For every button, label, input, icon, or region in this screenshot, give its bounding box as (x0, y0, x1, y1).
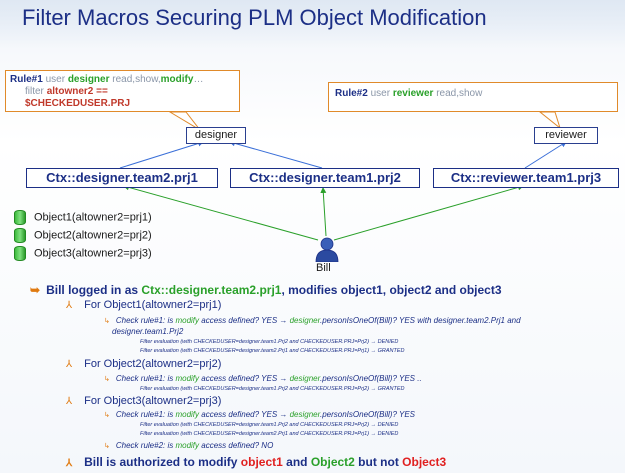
bill-to-ctx2-arrow (320, 187, 327, 237)
result-but: but not (354, 455, 403, 469)
object2-filter-1: Filter evaluation (with CHECKEDUSER=desi… (140, 386, 405, 392)
context-box-designer-team2-prj1: Ctx::designer.team2.prj1 (26, 168, 218, 188)
object-item-3: Object3(altowner2=prj3) (14, 246, 152, 261)
object3-check: ↳ Check rule#1: is modify access defined?… (104, 410, 415, 419)
o1-check-a: Check rule#1: is (115, 316, 176, 325)
rule2-callout: Rule#2 user reviewer read,show (328, 82, 618, 112)
database-icon (14, 210, 26, 225)
object2-heading-text: For Object2(altowner2=prj2) (84, 358, 222, 370)
object1-check: ↳ Check rule#1: is modify access defined?… (104, 316, 521, 325)
o2-check-des: designer (289, 374, 320, 383)
orange-arrow-bullet-icon: ➥ (30, 283, 41, 297)
result-object1: object1 (240, 455, 283, 469)
object-label: Object1(altowner2=prj1) (34, 211, 152, 224)
rule1-perms: read,show, (112, 74, 161, 85)
bill-label: Bill (316, 262, 331, 274)
sub-bullet-icon: ↳ (104, 376, 110, 383)
rule1-role: designer (67, 74, 110, 85)
o1-check-mod: modify (175, 316, 200, 325)
result-a: Bill is authorized to modify (84, 455, 241, 469)
object-label: Object3(altowner2=prj3) (34, 247, 152, 260)
object1-heading: ⅄ For Object1(altowner2=prj1) (66, 299, 221, 311)
object2-heading: ⅄ For Object2(altowner2=prj2) (66, 358, 221, 370)
o3-check2-b: access defined? NO (199, 441, 274, 450)
bill-to-ctx3-arrow (333, 184, 524, 241)
rule2-perms: read,show (436, 88, 483, 99)
login-context: Ctx::designer.team2.prj1 (141, 283, 282, 297)
rule2-callout-pointer (538, 111, 561, 130)
o1-check-des: designer (289, 316, 320, 325)
object3-heading-text: For Object3(altowner2=prj3) (84, 395, 222, 407)
object3-filter-1: Filter evaluation (with CHECKEDUSER=desi… (140, 422, 399, 428)
context-box-reviewer-team1-prj3: Ctx::reviewer.team1.prj3 (433, 168, 619, 188)
result-line: ⅄ Bill is authorized to modify object1 an… (66, 455, 446, 469)
o1-check-b: access defined? YES → (199, 316, 290, 325)
object3-heading: ⅄ For Object3(altowner2=prj3) (66, 395, 221, 407)
page-title: Filter Macros Securing PLM Object Modifi… (22, 5, 487, 30)
sub-bullet-icon: ↳ (104, 412, 110, 419)
rule1-filter-attr: altowner2 == (46, 86, 108, 97)
sub-bullet-icon: ↳ (104, 318, 110, 325)
object1-filter-1: Filter evaluation (with CHECKEDUSER=desi… (140, 339, 399, 345)
o3-check-c: .personIsOneOf(Bill)? YES (320, 410, 416, 419)
login-text-a: Bill logged in as (46, 283, 142, 297)
o2-check-mod: modify (175, 374, 200, 383)
rule1-number: Rule#1 (10, 74, 43, 85)
rule1-ellipsis: … (193, 74, 204, 85)
ctx3-to-reviewer-arrow (524, 141, 567, 169)
o2-check-a: Check rule#1: is (115, 374, 176, 383)
tri-bullet-icon: ⅄ (66, 300, 73, 311)
rule1-perm-modify: modify (160, 74, 194, 85)
o3-check-b: access defined? YES → (199, 410, 290, 419)
object1-check-cont: designer.team1.Prj2 (112, 327, 184, 336)
rule1-callout-pointer (168, 111, 201, 131)
object-item-1: Object1(altowner2=prj1) (14, 210, 152, 225)
tri-bullet-icon: ⅄ (66, 458, 73, 469)
o2-check-b: access defined? YES → (199, 374, 290, 383)
tri-bullet-icon: ⅄ (66, 396, 73, 407)
object1-filter-2: Filter evaluation (with CHECKEDUSER=desi… (140, 348, 405, 354)
rule1-filter-kw: filter (25, 86, 44, 97)
object3-check2: ↳ Check rule#2: is modify access defined?… (104, 441, 273, 450)
object-label: Object2(altowner2=prj2) (34, 229, 152, 242)
o3-check2-mod: modify (175, 441, 200, 450)
rule1-callout: Rule#1 user designer read,show,modify… f… (5, 70, 240, 112)
object2-check: ↳ Check rule#1: is modify access defined?… (104, 374, 422, 383)
o3-check-a: Check rule#1: is (115, 410, 176, 419)
result-object2: Object2 (310, 455, 355, 469)
context-box-designer-team1-prj2: Ctx::designer.team1.prj2 (230, 168, 420, 188)
rule2-user-kw: user (370, 88, 391, 99)
object-item-2: Object2(altowner2=prj2) (14, 228, 152, 243)
bill-to-ctx1-arrow (123, 184, 319, 241)
ctx2-to-designer-arrow (229, 140, 323, 169)
role-reviewer-box: reviewer (534, 127, 598, 144)
rule1-user-kw: user (45, 74, 66, 85)
result-and: and (282, 455, 311, 469)
o1-check-c: .personIsOneOf(Bill)? YES with designer.… (320, 316, 521, 325)
rule2-number: Rule#2 (335, 88, 368, 99)
o3-check-mod: modify (175, 410, 200, 419)
o3-check-des: designer (289, 410, 320, 419)
rule1-filter-value: $CHECKEDUSER.PRJ (25, 98, 131, 109)
role-designer-box: designer (186, 127, 246, 144)
tri-bullet-icon: ⅄ (66, 359, 73, 370)
database-icon (14, 246, 26, 261)
rule2-role: reviewer (392, 88, 434, 99)
o2-check-c: .personIsOneOf(Bill)? YES .. (320, 374, 422, 383)
result-object3: Object3 (402, 455, 447, 469)
login-line: ➥ Bill logged in as Ctx::designer.team2.p… (30, 283, 502, 297)
o3-check2-a: Check rule#2: is (115, 441, 176, 450)
title-band (0, 0, 625, 48)
ctx1-to-designer-arrow (119, 140, 204, 169)
object1-heading-text: For Object1(altowner2=prj1) (84, 299, 222, 311)
person-icon (315, 237, 339, 262)
login-text-b: , modifies object1, object2 and object3 (281, 283, 502, 297)
object3-filter-2: Filter evaluation (with CHECKEDUSER=desi… (140, 431, 399, 437)
database-icon (14, 228, 26, 243)
sub-bullet-icon: ↳ (104, 443, 110, 450)
